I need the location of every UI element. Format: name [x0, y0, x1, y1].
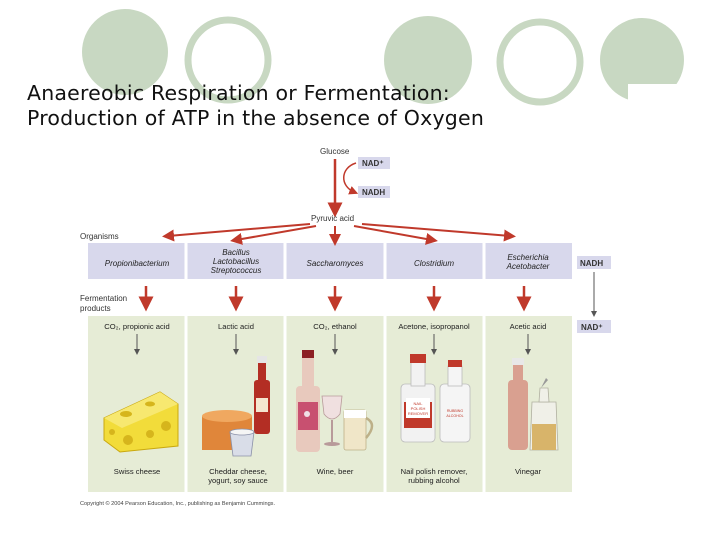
food-1: Swiss cheese — [114, 467, 160, 476]
nail-label-1: NAIL — [414, 401, 424, 406]
branch-arrows — [162, 223, 516, 246]
product-1: CO₂, propionic acid — [104, 322, 169, 331]
side-nad-plus-box — [577, 320, 611, 333]
deco-circle-3 — [384, 16, 472, 104]
vinegar-illustration — [508, 358, 559, 451]
fermentation-label-2: products — [80, 304, 111, 313]
food-2a: Cheddar cheese, — [209, 467, 267, 476]
product-4: Acetone, isopropanol — [398, 322, 470, 331]
product-2: Lactic acid — [218, 322, 254, 331]
decorative-circles — [82, 9, 688, 110]
side-nadh-label: NADH — [580, 259, 603, 268]
nail-polish-rubbing-alcohol-illustration: NAIL POLISH REMOVER RUBBING ALCOHOL — [400, 354, 471, 443]
deco-circle-1 — [82, 9, 168, 95]
deco-rect — [628, 84, 688, 110]
rub-label-1: RUBBING — [447, 409, 464, 413]
food-5: Vinegar — [515, 467, 542, 476]
nail-label-2: POLISH — [411, 406, 426, 411]
nail-label-3: REMOVER — [408, 411, 428, 416]
product-5: Acetic acid — [510, 322, 547, 331]
food-4b: rubbing alcohol — [408, 476, 460, 485]
nad-reduction-arrow — [343, 162, 359, 195]
side-nadh-box — [577, 256, 611, 269]
copyright-line: Copyright © 2004 Pearson Education, Inc.… — [80, 500, 275, 507]
organism-5b: Acetobacter — [506, 262, 550, 271]
nad-plus-box — [358, 157, 390, 169]
organism-4: Clostridium — [414, 259, 454, 268]
title-line-1: Anaereobic Respiration or Fermentation: — [27, 81, 450, 105]
deco-circle-4 — [496, 18, 584, 106]
food-arrows — [134, 334, 531, 355]
deco-circle-5 — [600, 18, 684, 102]
organism-3: Saccharomyces — [307, 259, 364, 268]
slide-title: Anaereobic Respiration or Fermentation: … — [27, 81, 484, 131]
organism-2a: Bacillus — [222, 248, 250, 257]
nadh-label: NADH — [362, 188, 385, 197]
deco-circle-2 — [184, 16, 272, 104]
food-3: Wine, beer — [317, 467, 354, 476]
wine-beer-illustration — [296, 350, 374, 452]
food-2b: yogurt, soy sauce — [208, 476, 268, 485]
organism-5a: Escherichia — [507, 253, 549, 262]
side-nad-plus-label: NAD⁺ — [581, 323, 603, 332]
swiss-cheese-illustration — [103, 391, 179, 453]
fermentation-label-1: Fermentation — [80, 294, 127, 303]
pyruvic-acid-label: Pyruvic acid — [311, 214, 354, 223]
food-4a: Nail polish remover, — [401, 467, 468, 476]
organism-2c: Streptococcus — [211, 266, 262, 275]
rub-label-2: ALCOHOL — [446, 414, 463, 418]
nad-plus-label: NAD⁺ — [362, 159, 384, 168]
organism-2b: Lactobacillus — [213, 257, 259, 266]
product-3: CO₂, ethanol — [313, 322, 357, 331]
organisms-label: Organisms — [80, 232, 119, 241]
column-dividers — [184, 243, 486, 492]
title-line-2: Production of ATP in the absence of Oxyg… — [27, 106, 485, 130]
nadh-box — [358, 186, 390, 198]
organism-1: Propionibacterium — [105, 259, 170, 268]
organisms-panel — [88, 243, 572, 279]
cheddar-yogurt-soy-illustration — [202, 356, 270, 457]
glucose-label: Glucose — [320, 147, 350, 156]
product-arrows — [138, 286, 532, 312]
